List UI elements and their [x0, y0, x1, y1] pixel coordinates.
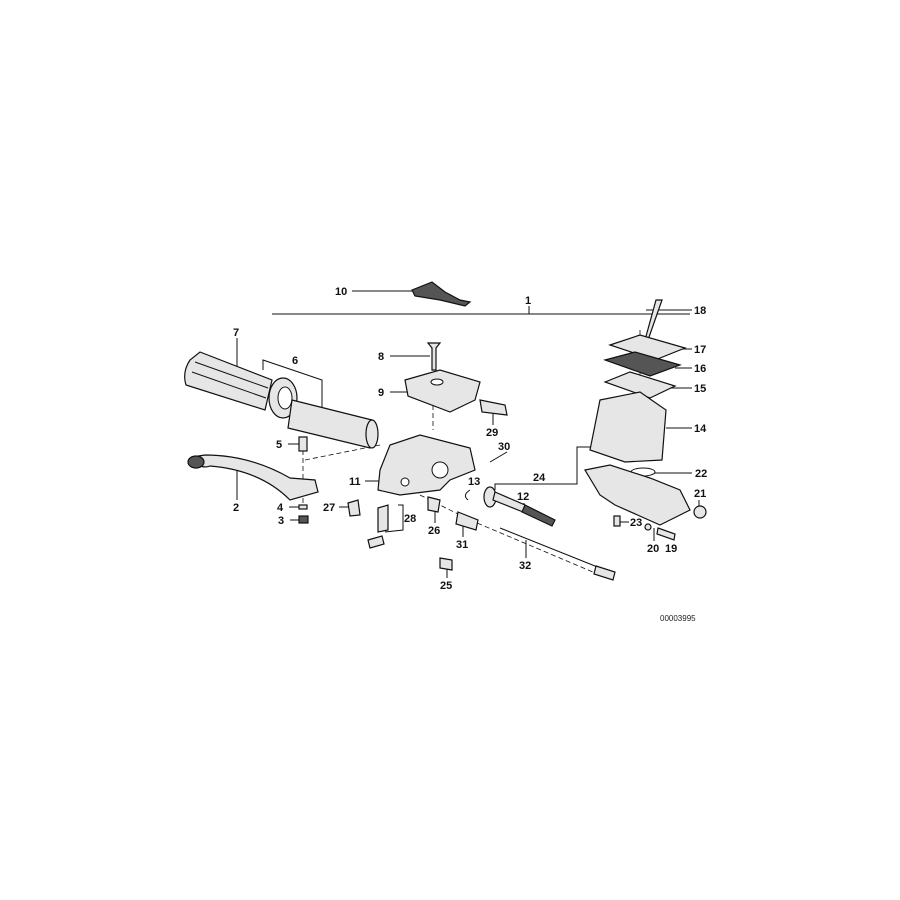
label-10: 10: [335, 286, 347, 298]
label-7: 7: [233, 327, 239, 339]
label-4: 4: [277, 502, 284, 514]
label-14: 14: [694, 423, 707, 435]
label-9: 9: [378, 387, 384, 399]
label-27: 27: [323, 502, 335, 514]
part-shapes: [184, 281, 707, 581]
label-8: 8: [378, 351, 384, 363]
label-2: 2: [233, 502, 239, 514]
label-15: 15: [694, 383, 706, 395]
label-20: 20: [647, 543, 659, 555]
label-18: 18: [694, 305, 706, 317]
label-24: 24: [533, 472, 546, 484]
leader-lines: [236, 290, 700, 578]
label-22: 22: [695, 468, 707, 480]
label-1: 1: [525, 295, 531, 307]
label-30: 30: [498, 441, 510, 453]
label-3: 3: [278, 515, 284, 527]
label-11: 11: [349, 476, 361, 488]
label-12: 12: [517, 491, 529, 503]
label-25: 25: [440, 580, 452, 592]
label-16: 16: [694, 363, 706, 375]
label-28: 28: [404, 513, 416, 525]
label-23: 23: [630, 517, 642, 529]
label-21: 21: [694, 488, 706, 500]
label-32: 32: [519, 560, 531, 572]
label-29: 29: [486, 427, 498, 439]
label-31: 31: [456, 539, 468, 551]
label-19: 19: [665, 543, 677, 555]
part-labels: 1 2 3 4 5 6 7 8 9 10 11 12 13 14 15 16 1…: [233, 286, 707, 623]
label-6: 6: [292, 355, 298, 367]
label-5: 5: [276, 439, 282, 451]
drawing-code: 00003995: [660, 614, 696, 623]
label-13: 13: [468, 476, 480, 488]
label-26: 26: [428, 525, 440, 537]
label-17: 17: [694, 344, 706, 356]
